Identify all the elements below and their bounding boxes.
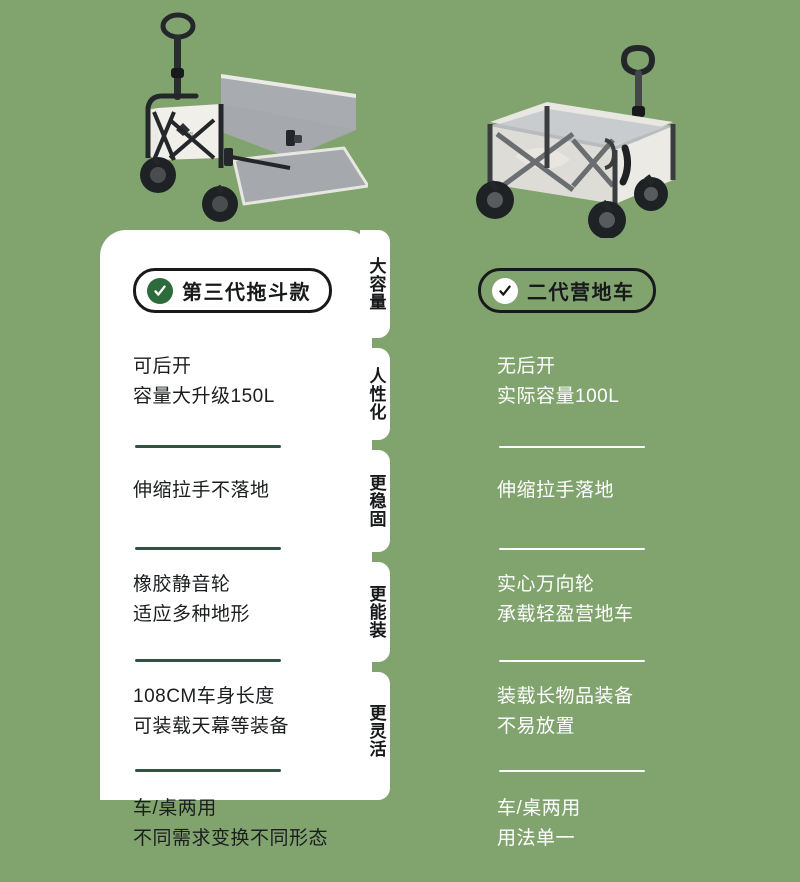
row-divider: [135, 769, 281, 772]
feature-line: 承载轻盈营地车: [497, 604, 634, 626]
feature-line: 用法单一: [497, 828, 576, 850]
category-tab: [360, 562, 390, 662]
category-label-capacity: 大容量: [362, 230, 390, 338]
product-title-pill-left: 第三代拖斗款: [133, 268, 332, 313]
feature-line: 实际容量100L: [497, 386, 620, 408]
feature-row: 伸缩拉手不落地: [133, 448, 358, 550]
row-divider: [499, 446, 645, 448]
feature-row: 装载长物品装备 不易放置: [497, 662, 747, 772]
feature-row: 无后开 实际容量100L: [497, 330, 747, 448]
feature-line: 车/桌两用: [133, 798, 217, 819]
feature-row: 可后开 容量大升级150L: [133, 330, 358, 448]
feature-line: 橡胶静音轮: [133, 574, 231, 595]
feature-line: 容量大升级150L: [133, 386, 275, 408]
category-tab: [360, 230, 390, 338]
feature-line: 适应多种地形: [133, 604, 251, 626]
feature-line: 实心万向轮: [497, 574, 595, 595]
category-label-ergonomics: 人性化: [362, 348, 390, 440]
feature-row: 实心万向轮 承载轻盈营地车: [497, 550, 747, 662]
feature-line: 伸缩拉手不落地: [133, 480, 270, 501]
category-label-flexibility: 更灵活: [362, 672, 390, 790]
feature-line: 不易放置: [497, 716, 576, 738]
category-label-text: 更灵活: [366, 704, 386, 758]
category-tab: [360, 348, 390, 440]
check-icon: [492, 277, 518, 304]
feature-line: 车/桌两用: [497, 798, 581, 819]
feature-row: 伸缩拉手落地: [497, 448, 747, 550]
category-label-text: 人性化: [366, 367, 386, 421]
category-label-text: 更稳固: [366, 474, 386, 528]
category-tab: [360, 672, 390, 800]
feature-line: 无后开: [497, 356, 556, 377]
category-label-loadability: 更能装: [362, 562, 390, 662]
feature-column-left: 可后开 容量大升级150L 伸缩拉手不落地 橡胶静音轮 适应多种地形 108CM…: [133, 330, 358, 882]
row-divider: [499, 548, 645, 550]
feature-line: 108CM车身长度: [133, 686, 275, 707]
product-images-area: XL: [0, 0, 800, 240]
category-label-text: 更能装: [366, 585, 386, 639]
feature-row: 108CM车身长度 可装载天幕等装备: [133, 662, 358, 772]
product-image-left: XL: [118, 8, 368, 238]
comparison-card-left: [100, 230, 372, 800]
feature-line: 不同需求变换不同形态: [133, 828, 329, 850]
svg-text:XL: XL: [188, 132, 194, 138]
product-title-pill-right: 二代营地车: [478, 268, 656, 313]
feature-row: 车/桌两用 不同需求变换不同形态: [133, 772, 358, 882]
product-image-right: [455, 8, 705, 238]
row-divider: [135, 547, 281, 550]
feature-row: 车/桌两用 用法单一: [497, 772, 747, 882]
category-label-stability: 更稳固: [362, 450, 390, 552]
category-tab: [360, 450, 390, 552]
row-divider: [499, 660, 645, 662]
category-tab-strip: [360, 230, 390, 800]
feature-line: 装载长物品装备: [497, 686, 634, 707]
product-title-right: 二代营地车: [527, 282, 635, 304]
feature-column-right: 无后开 实际容量100L 伸缩拉手落地 实心万向轮 承载轻盈营地车 装载长物品装…: [497, 330, 747, 882]
check-icon: [147, 277, 173, 304]
feature-line: 可装载天幕等装备: [133, 716, 290, 738]
feature-row: 橡胶静音轮 适应多种地形: [133, 550, 358, 662]
product-title-left: 第三代拖斗款: [182, 282, 311, 304]
row-divider: [135, 659, 281, 662]
row-divider: [135, 445, 281, 448]
feature-line: 可后开: [133, 356, 192, 377]
category-label-text: 大容量: [366, 257, 386, 311]
row-divider: [499, 770, 645, 772]
feature-line: 伸缩拉手落地: [497, 480, 615, 501]
